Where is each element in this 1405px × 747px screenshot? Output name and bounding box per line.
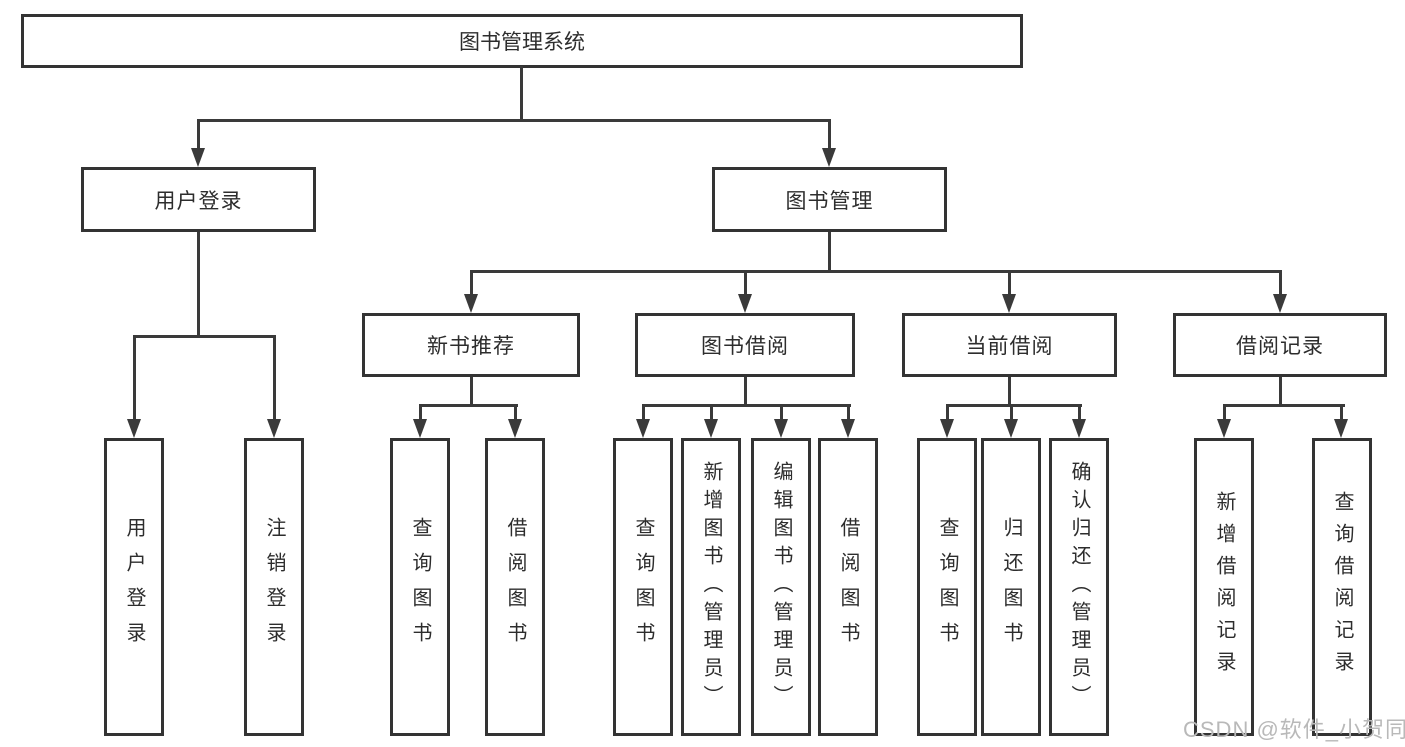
connector-stub [470, 270, 473, 296]
leaf-edit-book-admin: 编辑图书（管理员） [751, 438, 811, 736]
csdn-watermark: CSDN @软件_小贺同学 [1183, 717, 1405, 742]
leaf-label: 编辑图书（管理员） [770, 461, 792, 713]
arrow-down-icon [413, 419, 427, 438]
connector-stub [1279, 270, 1282, 296]
connector-group-horizontal [642, 404, 851, 407]
connector-group-vertical [470, 377, 473, 407]
leaf-label: 借阅图书 [504, 517, 526, 657]
connector-login-vertical [197, 232, 200, 338]
node-book-borrow: 图书借阅 [635, 313, 855, 377]
connector-stub [1078, 404, 1081, 421]
leaf-borrow-query-books: 查询图书 [613, 438, 673, 736]
node-book-management: 图书管理 [712, 167, 947, 232]
arrow-down-icon [774, 419, 788, 438]
arrow-down-icon [1334, 419, 1348, 438]
leaf-add-borrow-record: 新增借阅记录 [1194, 438, 1254, 736]
leaf-logout: 注销登录 [244, 438, 304, 736]
arrow-down-icon [704, 419, 718, 438]
connector-root-horizontal [197, 119, 831, 122]
leaf-confirm-return-admin: 确认归还（管理员） [1049, 438, 1109, 736]
connector-stub [514, 404, 517, 421]
leaf-label: 查询借阅记录 [1331, 491, 1353, 683]
leaf-label: 借阅图书 [837, 517, 859, 657]
arrow-down-icon [1273, 294, 1287, 313]
leaf-label: 新增借阅记录 [1213, 491, 1235, 683]
arrow-down-icon [1072, 419, 1086, 438]
leaf-current-query-books: 查询图书 [917, 438, 977, 736]
arrow-down-icon [1217, 419, 1231, 438]
connector-mgmt-vertical [828, 232, 831, 273]
node-current-borrow: 当前借阅 [902, 313, 1117, 377]
arrow-down-icon [1002, 294, 1016, 313]
arrow-down-icon [267, 419, 281, 438]
leaf-label: 用户登录 [123, 517, 145, 657]
arrow-down-icon [738, 294, 752, 313]
connector-stub [744, 270, 747, 296]
leaf-query-borrow-record: 查询借阅记录 [1312, 438, 1372, 736]
connector-mgmt-horizontal [470, 270, 1282, 273]
leaf-recommend-query-books: 查询图书 [390, 438, 450, 736]
connector-stub [828, 119, 831, 151]
connector-stub [419, 404, 422, 421]
node-label: 图书借阅 [701, 335, 789, 358]
arrow-down-icon [191, 148, 205, 167]
connector-stub [710, 404, 713, 421]
node-label: 当前借阅 [965, 335, 1054, 358]
connector-root-vertical [520, 66, 523, 122]
leaf-user-login: 用户登录 [104, 438, 164, 736]
connector-stub [133, 335, 136, 421]
node-label: 新书推荐 [427, 335, 515, 358]
connector-stub [946, 404, 949, 421]
leaf-label: 归还图书 [1000, 517, 1022, 657]
arrow-down-icon [1004, 419, 1018, 438]
connector-stub [273, 335, 276, 421]
connector-login-horizontal [133, 335, 276, 338]
connector-group-horizontal [946, 404, 1082, 407]
connector-group-vertical [1008, 377, 1011, 407]
connector-stub [847, 404, 850, 421]
connector-group-vertical [1279, 377, 1282, 407]
leaf-borrow-books: 借阅图书 [818, 438, 878, 736]
connector-group-vertical [744, 377, 747, 407]
connector-stub [1223, 404, 1226, 421]
arrow-down-icon [464, 294, 478, 313]
connector-stub [1340, 404, 1343, 421]
leaf-label: 注销登录 [263, 517, 285, 657]
leaf-label: 确认归还（管理员） [1068, 461, 1090, 713]
node-user-login-label: 用户登录 [154, 189, 243, 213]
connector-stub [780, 404, 783, 421]
connector-stub [1010, 404, 1013, 421]
connector-group-horizontal [1223, 404, 1345, 407]
leaf-add-book-admin: 新增图书（管理员） [681, 438, 741, 736]
connector-group-horizontal [419, 404, 518, 407]
node-new-book-recommend: 新书推荐 [362, 313, 580, 377]
leaf-return-books: 归还图书 [981, 438, 1041, 736]
node-root-label: 图书管理系统 [459, 31, 585, 54]
node-root: 图书管理系统 [21, 14, 1023, 68]
arrow-down-icon [508, 419, 522, 438]
connector-stub [1008, 270, 1011, 296]
connector-stub [197, 119, 200, 151]
arrow-down-icon [127, 419, 141, 438]
node-user-login: 用户登录 [81, 167, 316, 232]
leaf-label: 查询图书 [632, 517, 654, 657]
node-borrow-records: 借阅记录 [1173, 313, 1387, 377]
arrow-down-icon [822, 148, 836, 167]
leaf-label: 新增图书（管理员） [700, 461, 722, 713]
leaf-recommend-borrow-books: 借阅图书 [485, 438, 545, 736]
node-label: 借阅记录 [1236, 335, 1324, 358]
arrow-down-icon [841, 419, 855, 438]
connector-stub [642, 404, 645, 421]
arrow-down-icon [636, 419, 650, 438]
leaf-label: 查询图书 [409, 517, 431, 657]
node-book-management-label: 图书管理 [785, 189, 874, 213]
arrow-down-icon [940, 419, 954, 438]
leaf-label: 查询图书 [936, 517, 958, 657]
